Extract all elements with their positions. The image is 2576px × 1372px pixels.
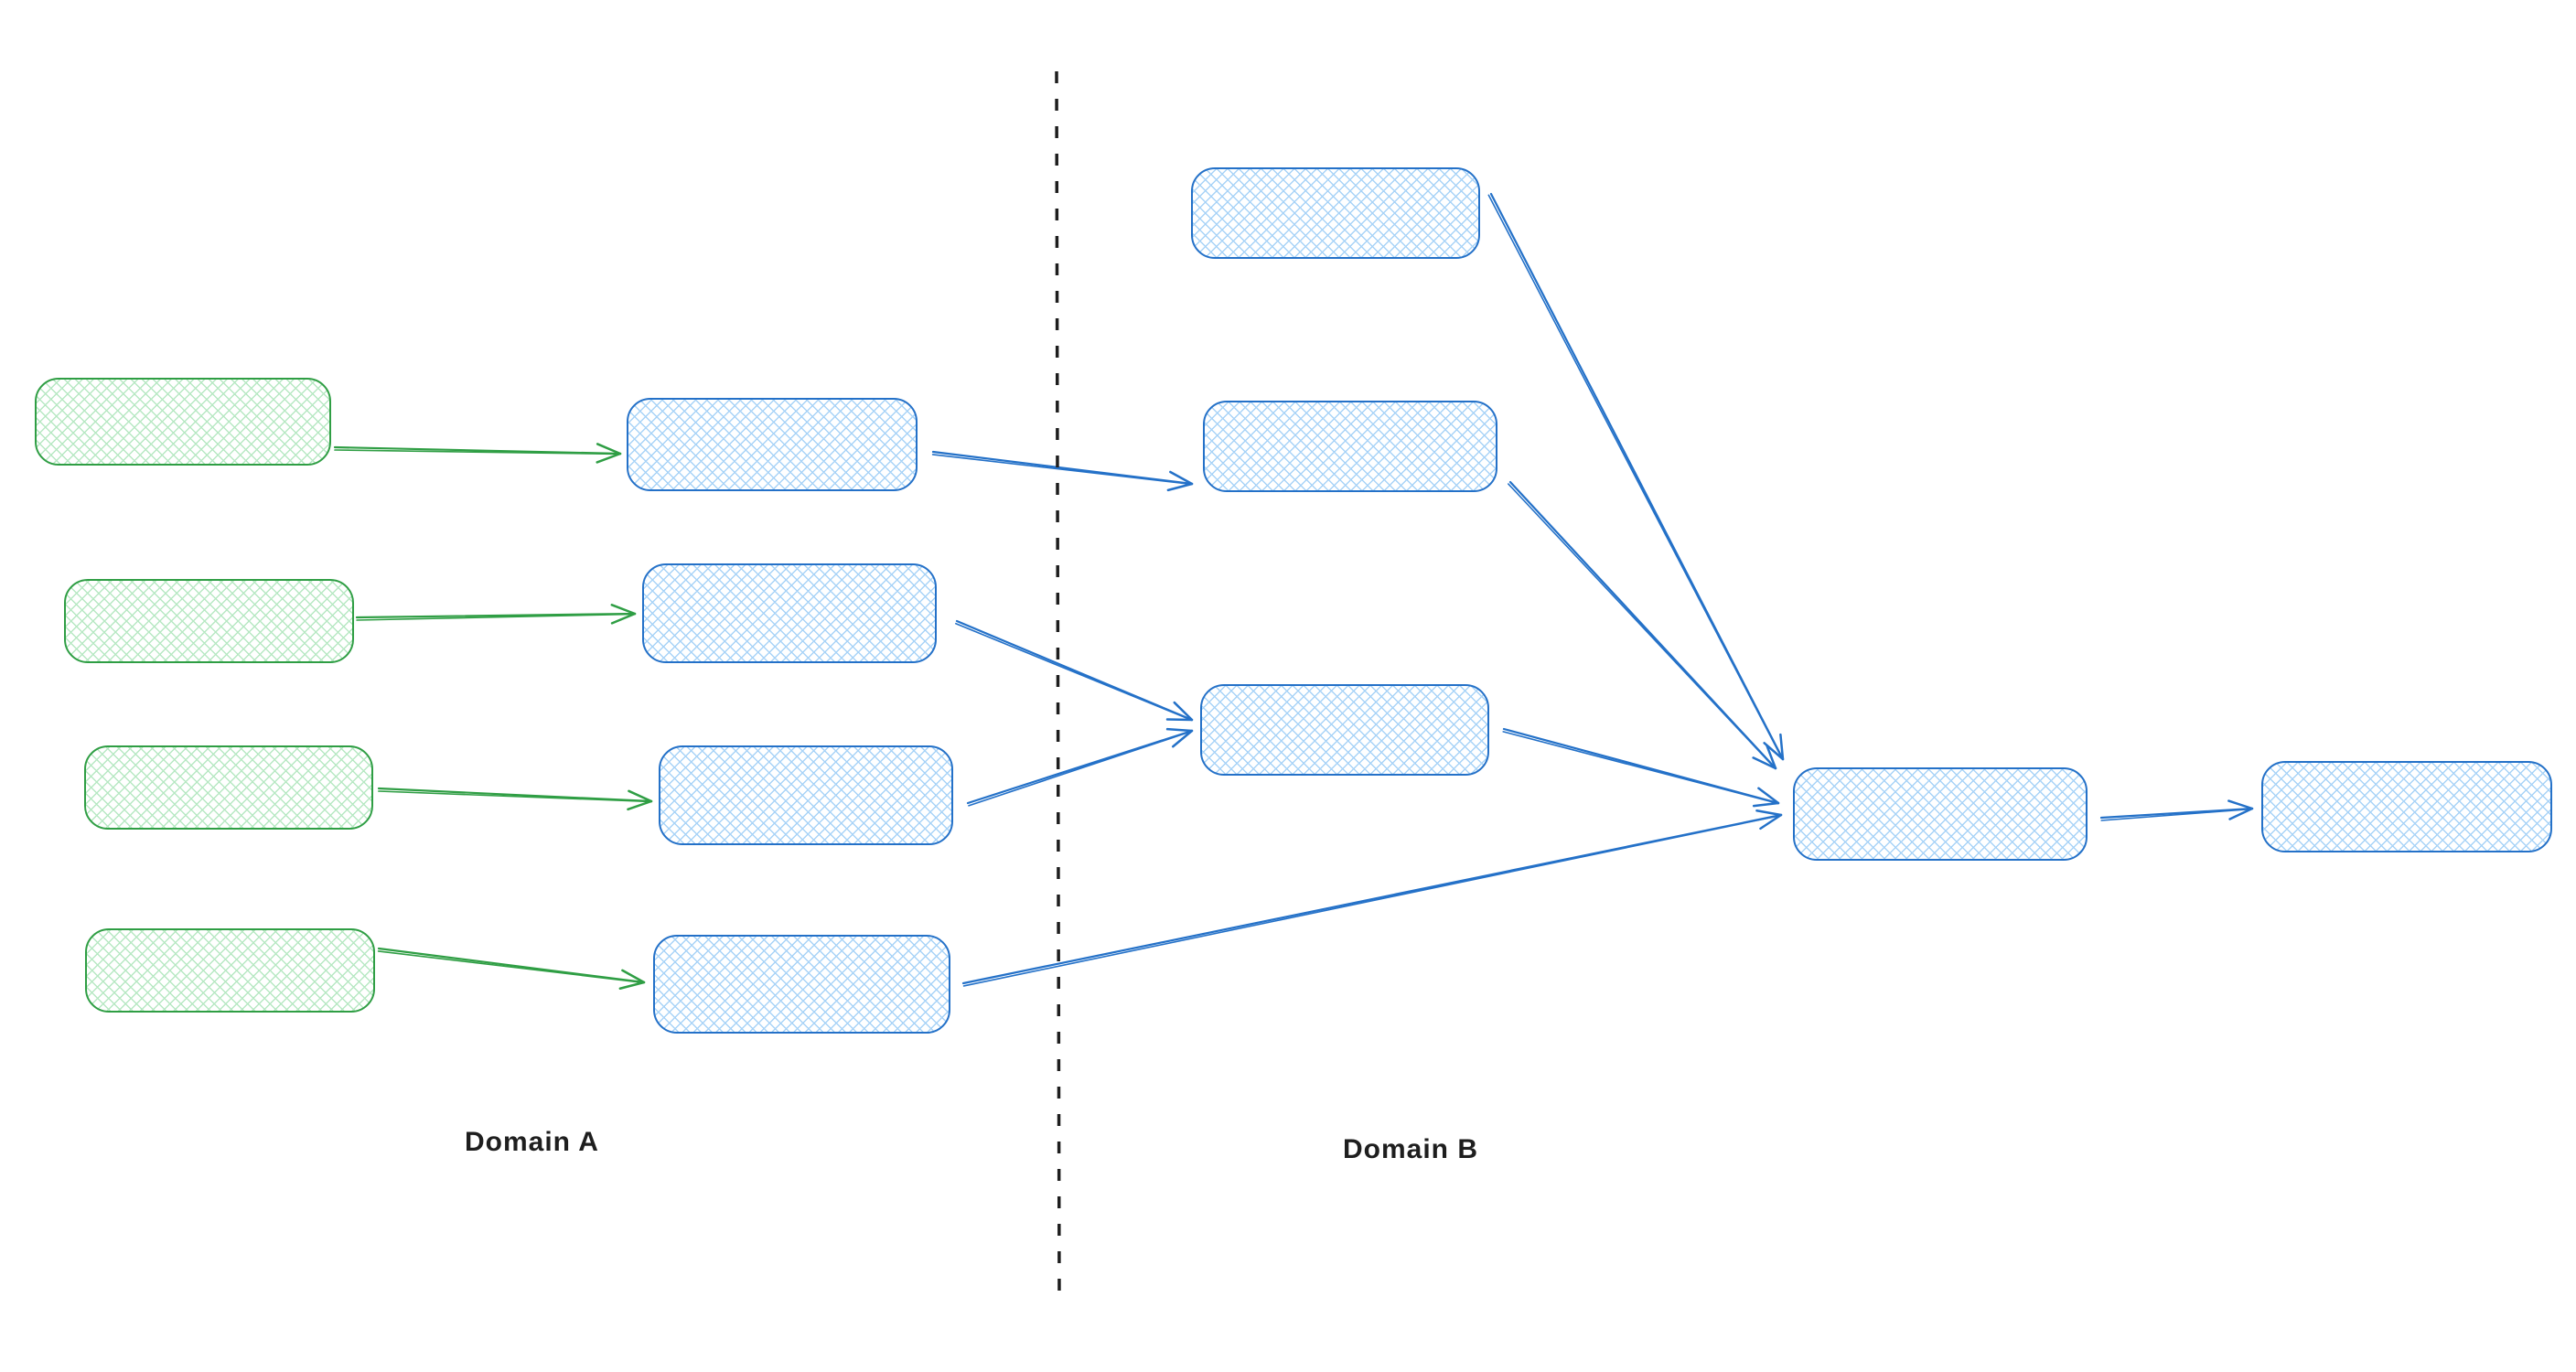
arrow-domain-a-stage-1--domain-b-node-2[interactable] [931,450,1194,492]
node-domain-b-node-1[interactable] [1191,167,1480,259]
arrow-domain-a-source-3--domain-a-stage-3[interactable] [377,787,653,811]
arrow-domain-a-stage-2--domain-b-node-3[interactable] [955,619,1194,722]
node-domain-a-source-3[interactable] [84,745,373,830]
node-domain-a-source-2[interactable] [64,579,354,663]
arrow-domain-b-aggregator--domain-b-output[interactable] [2099,799,2254,821]
arrow-domain-a-stage-4--domain-b-aggregator[interactable] [961,809,1783,987]
node-domain-b-aggregator[interactable] [1793,767,2088,861]
domain-b-label: Domain B [1343,1134,1479,1164]
arrow-domain-b-node-3--domain-b-aggregator[interactable] [1502,727,1780,808]
node-domain-b-output[interactable] [2261,761,2552,852]
arrow-domain-b-node-2--domain-b-aggregator[interactable] [1507,480,1777,770]
arrow-domain-a-source-2--domain-a-stage-2[interactable] [355,604,637,625]
node-domain-a-stage-1[interactable] [627,398,918,491]
domain-divider-dashed-line[interactable] [1055,70,1061,1307]
node-domain-a-stage-4[interactable] [653,935,950,1034]
node-domain-a-source-1[interactable] [35,378,331,466]
node-domain-a-stage-3[interactable] [659,745,953,845]
arrow-domain-b-node-1--domain-b-aggregator[interactable] [1487,192,1785,761]
arrow-domain-a-source-1--domain-a-stage-1[interactable] [333,443,622,464]
node-domain-b-node-2[interactable] [1203,401,1497,492]
node-domain-b-node-3[interactable] [1200,684,1489,776]
domain-a-label: Domain A [465,1127,599,1157]
arrow-domain-a-source-4--domain-a-stage-4[interactable] [377,947,646,991]
node-domain-a-stage-2[interactable] [642,563,937,663]
node-domain-a-source-4[interactable] [85,928,375,1013]
arrow-domain-a-stage-3--domain-b-node-3[interactable] [966,727,1194,807]
